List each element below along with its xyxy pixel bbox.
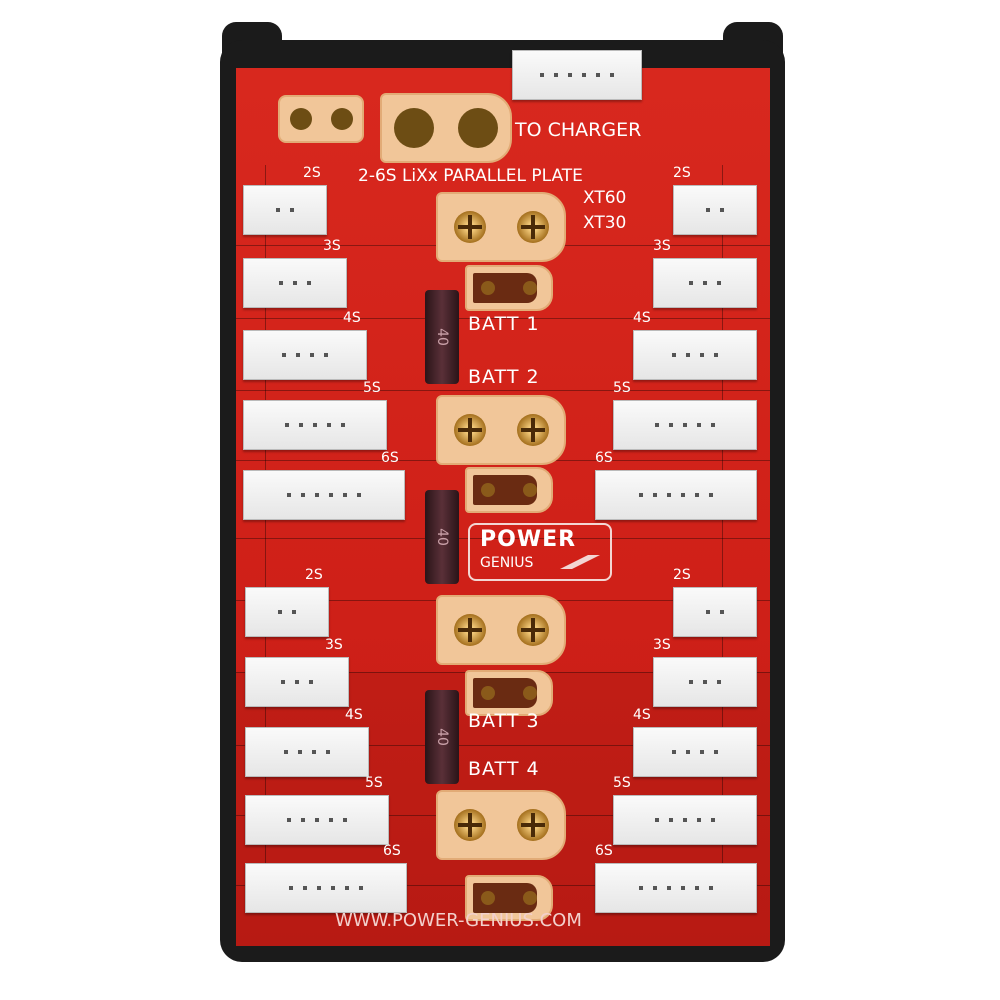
xt60-port-batt-2[interactable] <box>436 395 566 465</box>
balance-label: 4S <box>345 707 363 723</box>
balance-port-left-2S[interactable] <box>243 185 327 235</box>
balance-label: 4S <box>633 707 651 723</box>
charger-xt30-port[interactable] <box>278 95 364 143</box>
balance-port-right-5S[interactable] <box>613 400 757 450</box>
balance-label: 6S <box>595 450 613 466</box>
balance-port-right-4S[interactable] <box>633 727 757 777</box>
balance-label: 3S <box>323 238 341 254</box>
charger-xt60-port[interactable] <box>380 93 512 163</box>
xt30-port-batt-4[interactable] <box>465 875 553 921</box>
xt30-port-batt-1[interactable] <box>465 265 553 311</box>
batt-label: BATT 3 <box>468 710 540 732</box>
balance-label: 6S <box>595 843 613 859</box>
charger-balance-header[interactable] <box>512 50 642 100</box>
pcb-trace <box>265 165 266 885</box>
balance-label: 3S <box>653 637 671 653</box>
balance-port-right-6S[interactable] <box>595 470 757 520</box>
fuse[interactable]: 40 <box>425 690 459 784</box>
xt30-label: XT30 <box>583 213 627 233</box>
fuse[interactable]: 40 <box>425 490 459 584</box>
balance-label: 2S <box>305 567 323 583</box>
balance-port-left-4S[interactable] <box>243 330 367 380</box>
balance-port-right-3S[interactable] <box>653 258 757 308</box>
balance-label: 5S <box>363 380 381 396</box>
balance-port-left-6S[interactable] <box>243 470 405 520</box>
balance-port-right-5S[interactable] <box>613 795 757 845</box>
pcb-trace <box>236 745 770 746</box>
balance-port-right-6S[interactable] <box>595 863 757 913</box>
balance-port-left-2S[interactable] <box>245 587 329 637</box>
screw-icon <box>453 809 486 841</box>
balance-label: 4S <box>633 310 651 326</box>
batt-label: BATT 4 <box>468 758 540 780</box>
power-genius-logo: POWER GENIUS <box>468 523 612 581</box>
balance-label: 5S <box>365 775 383 791</box>
screw-icon <box>516 211 549 243</box>
balance-label: 6S <box>383 843 401 859</box>
fuse-rating: 40 <box>433 528 450 546</box>
balance-label: 2S <box>673 567 691 583</box>
board-title: 2-6S LiXx PARALLEL PLATE <box>358 166 583 186</box>
xt60-label: XT60 <box>583 188 627 208</box>
website-url: WWW.POWER-GENIUS.COM <box>335 910 582 931</box>
balance-label: 3S <box>325 637 343 653</box>
balance-label: 5S <box>613 775 631 791</box>
balance-port-left-4S[interactable] <box>245 727 369 777</box>
balance-port-right-3S[interactable] <box>653 657 757 707</box>
to-charger-label: TO CHARGER <box>515 119 642 141</box>
screw-icon <box>516 809 549 841</box>
pcb-trace <box>236 538 770 539</box>
xt30-port-batt-3[interactable] <box>465 670 553 716</box>
xt60-port-batt-3[interactable] <box>436 595 566 665</box>
xt60-port-batt-4[interactable] <box>436 790 566 860</box>
logo-genius: GENIUS <box>480 555 534 571</box>
screw-icon <box>516 614 549 646</box>
logo-power: POWER <box>480 527 577 552</box>
fuse-rating: 40 <box>433 728 450 746</box>
balance-port-left-5S[interactable] <box>243 400 387 450</box>
screw-icon <box>516 414 549 446</box>
balance-label: 3S <box>653 238 671 254</box>
batt-label: BATT 2 <box>468 366 540 388</box>
balance-label: 6S <box>381 450 399 466</box>
pcb-trace <box>236 390 770 391</box>
pcb-trace <box>722 165 723 885</box>
balance-port-right-4S[interactable] <box>633 330 757 380</box>
balance-label: 2S <box>673 165 691 181</box>
batt-label: BATT 1 <box>468 313 540 335</box>
balance-label: 5S <box>613 380 631 396</box>
balance-port-left-6S[interactable] <box>245 863 407 913</box>
balance-label: 4S <box>343 310 361 326</box>
xt60-port-batt-1[interactable] <box>436 192 566 262</box>
xt30-port-batt-2[interactable] <box>465 467 553 513</box>
fuse[interactable]: 40 <box>425 290 459 384</box>
screw-icon <box>453 414 486 446</box>
balance-port-left-3S[interactable] <box>243 258 347 308</box>
balance-port-left-5S[interactable] <box>245 795 389 845</box>
screw-icon <box>453 614 486 646</box>
screw-icon <box>453 211 486 243</box>
balance-port-left-3S[interactable] <box>245 657 349 707</box>
balance-port-right-2S[interactable] <box>673 185 757 235</box>
balance-label: 2S <box>303 165 321 181</box>
logo-bolt-icon <box>560 555 600 569</box>
fuse-rating: 40 <box>433 328 450 346</box>
balance-port-right-2S[interactable] <box>673 587 757 637</box>
pcb-trace <box>236 318 770 319</box>
